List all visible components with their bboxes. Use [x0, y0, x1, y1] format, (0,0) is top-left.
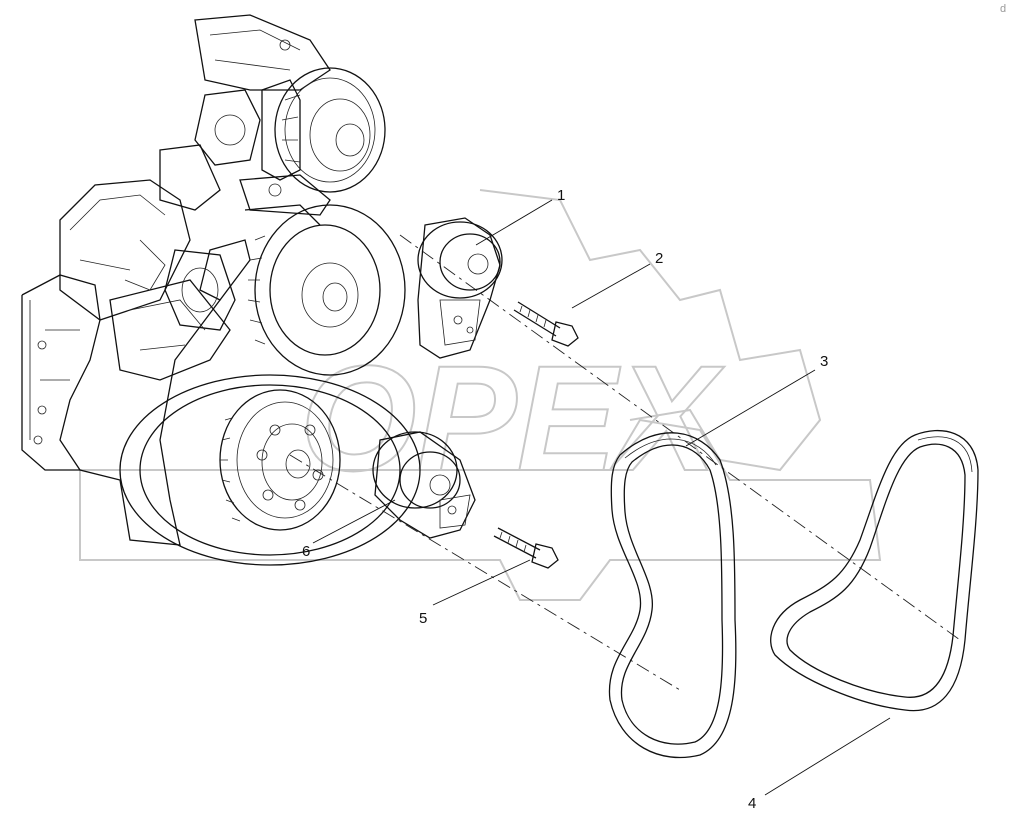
corner-mark: d	[1000, 3, 1006, 15]
belt-tensioner-lower	[372, 431, 476, 539]
callout-5: 5	[419, 610, 427, 627]
serpentine-belt-small	[770, 429, 979, 712]
leader-lines	[312, 199, 891, 796]
center-lines	[289, 234, 961, 691]
crankshaft-pulley	[119, 374, 421, 566]
callout-2: 2	[655, 250, 663, 267]
bolt-lower	[493, 527, 559, 569]
callouts: 1 2 3 4 5 6	[302, 187, 828, 812]
serpentine-belt-large	[608, 432, 737, 759]
belt-tensioner-upper	[417, 217, 503, 359]
watermark-logo: OPEX	[79, 189, 882, 601]
bolt-upper	[513, 301, 579, 347]
fan-drive-pulley	[164, 204, 406, 376]
callout-1: 1	[557, 187, 565, 204]
ac-compressor	[261, 67, 386, 193]
callout-3: 3	[820, 353, 828, 370]
engine-block	[21, 14, 331, 546]
callout-6: 6	[302, 543, 310, 560]
callout-4: 4	[748, 795, 756, 812]
watermark-text: OPEX	[300, 334, 725, 502]
